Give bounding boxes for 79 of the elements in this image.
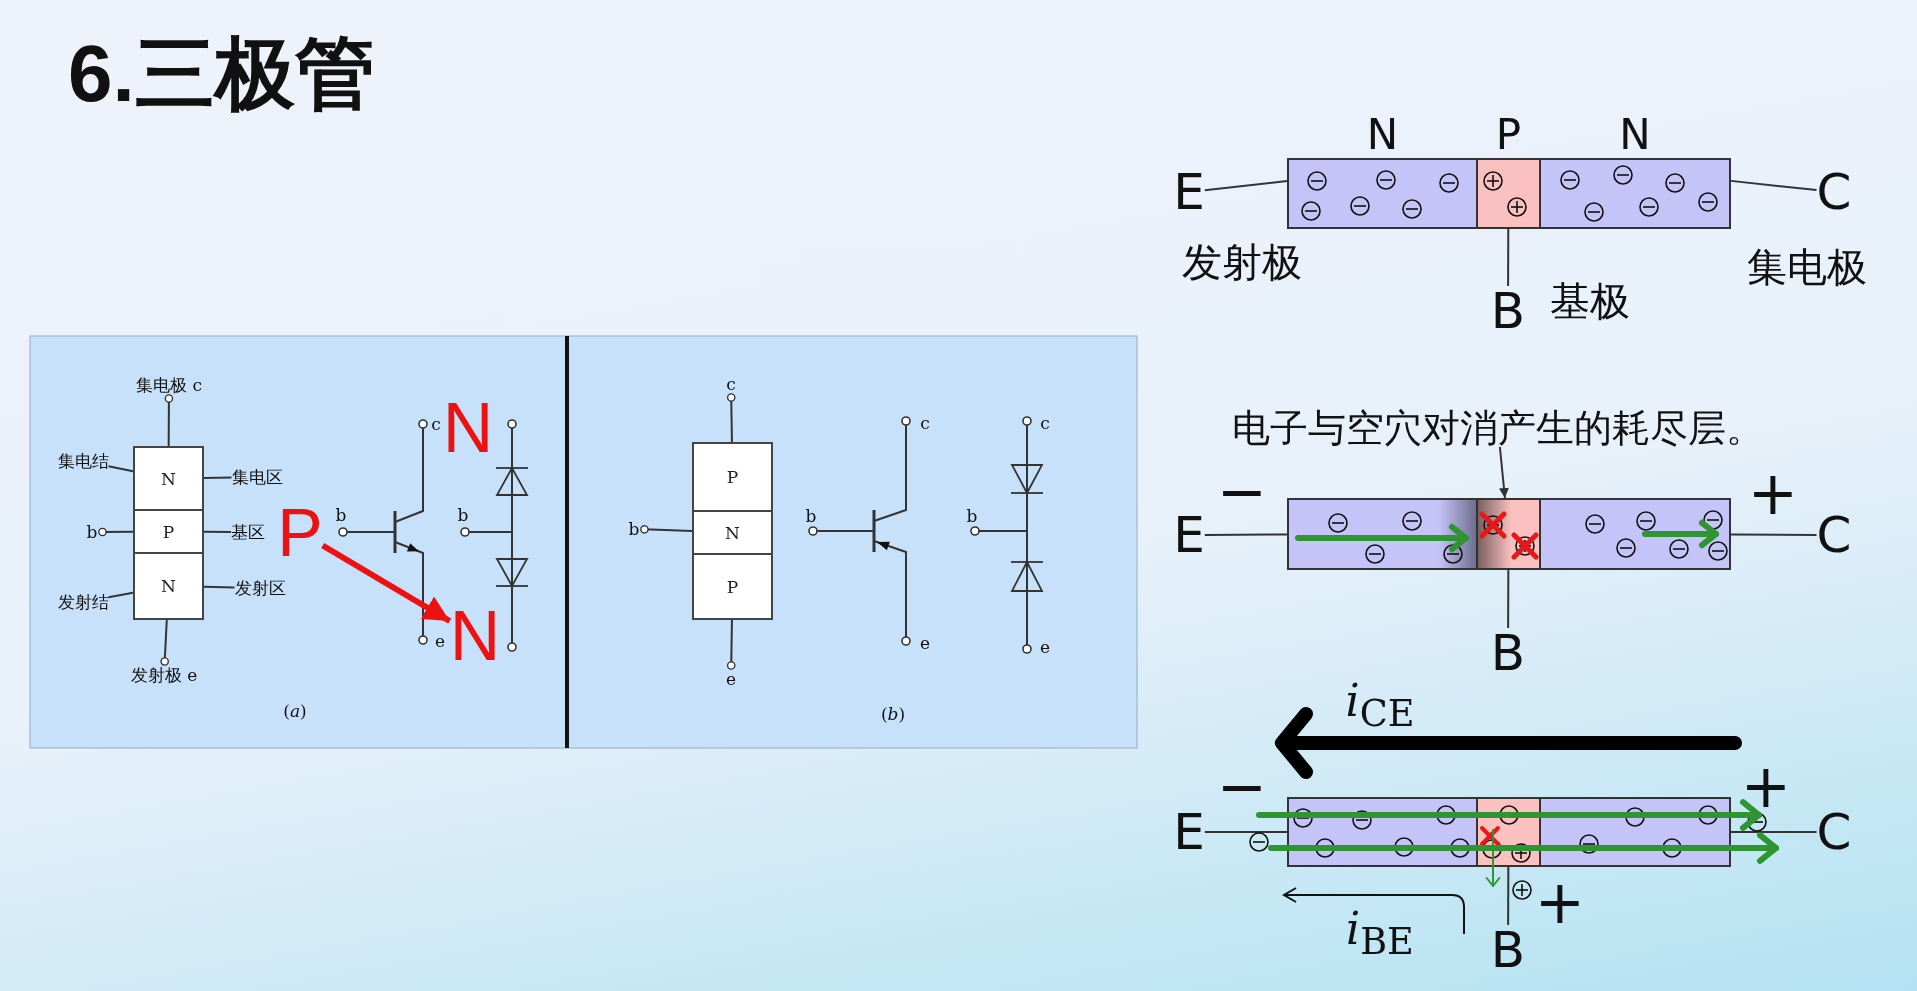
- terminal-label: C: [1816, 510, 1852, 560]
- polarity-sign: +: [1747, 463, 1799, 523]
- layer-box: P: [133, 509, 204, 554]
- terminal-lead: [164, 394, 174, 447]
- terminal-label: B: [1490, 286, 1526, 336]
- terminal-wire: [1730, 831, 1818, 833]
- terminal-label: C: [1816, 807, 1852, 857]
- terminal-label: b: [805, 507, 817, 525]
- region-label: 基区: [231, 523, 265, 541]
- terminal-wire: [1203, 831, 1288, 833]
- region-label: N: [1365, 112, 1400, 158]
- terminal-label: B: [1490, 925, 1526, 975]
- polarity-sign: +: [1740, 756, 1792, 816]
- electrode-label: 集电极: [1747, 247, 1867, 287]
- terminal-wire: [1730, 533, 1818, 536]
- terminal-lead: [726, 619, 736, 670]
- terminal-label: c: [1040, 414, 1050, 432]
- annotation-letter: N: [442, 393, 494, 463]
- electrode-label: 发射极: [1182, 242, 1302, 282]
- polarity-sign: −: [1216, 461, 1268, 521]
- slide-title: 6.三极管: [68, 30, 375, 118]
- electrode-label: 基极: [1550, 281, 1630, 321]
- region-label: P: [1494, 112, 1523, 158]
- terminal-label: b: [623, 515, 645, 543]
- junction-label: 集电结: [57, 452, 109, 470]
- terminal-label: E: [1173, 167, 1205, 217]
- leader-line: [203, 476, 233, 479]
- current-label: i$_{BE}$: [1346, 907, 1414, 961]
- figure-caption: (b): [880, 705, 906, 723]
- terminal-label: c: [920, 414, 930, 432]
- layer-box: N: [133, 446, 204, 511]
- polarity-sign: −: [1216, 756, 1268, 816]
- leader-line: [107, 465, 134, 473]
- terminal-label: b: [966, 507, 978, 525]
- leader-line: [107, 591, 134, 599]
- terminal-label: b: [457, 506, 469, 524]
- terminal-label: c: [431, 415, 441, 433]
- terminal-lead: [160, 619, 169, 666]
- terminal-label: e: [919, 634, 931, 652]
- terminal-wire: [1507, 569, 1510, 629]
- leader-line: [203, 585, 236, 589]
- annotation-letter: P: [277, 498, 323, 566]
- terminal-label: e: [1039, 638, 1051, 656]
- terminal-label: C: [1816, 167, 1852, 217]
- terminal-wire: [1507, 866, 1510, 926]
- semiconductor-region: [1539, 498, 1731, 570]
- terminal-label: e: [720, 665, 742, 693]
- terminal-label: 发射极 e: [125, 661, 203, 689]
- terminal-lead: [98, 527, 134, 537]
- terminal-label: e: [434, 632, 446, 650]
- annotation-letter: N: [449, 601, 501, 671]
- terminal-wire: [1203, 533, 1288, 536]
- region-label: N: [1618, 112, 1652, 158]
- terminal-wire: [1507, 228, 1510, 287]
- terminal-label: b: [81, 518, 103, 546]
- layer-box: P: [692, 553, 773, 620]
- terminal-label: 集电极 c: [131, 371, 207, 399]
- terminal-wire: [1203, 180, 1288, 192]
- pointer-arrow: [1498, 446, 1509, 499]
- terminal-label: c: [721, 370, 741, 398]
- region-label: 集电区: [231, 468, 283, 486]
- terminal-label: b: [335, 506, 347, 524]
- figure-caption: (a): [283, 702, 307, 720]
- region-label: 发射区: [234, 579, 286, 597]
- annotation-arrow: [321, 542, 452, 624]
- current-label: i$_{CE}$: [1345, 679, 1415, 733]
- terminal-label: B: [1490, 628, 1526, 678]
- junction-label: 发射结: [57, 593, 109, 611]
- polarity-sign: +: [1534, 872, 1586, 932]
- leader-line: [203, 530, 232, 533]
- terminal-wire: [1730, 179, 1818, 192]
- terminal-lead: [640, 525, 693, 534]
- layer-box: P: [692, 442, 773, 512]
- terminal-lead: [726, 393, 736, 443]
- annotation-text: 电子与空穴对消产生的耗尽层。: [1232, 409, 1764, 447]
- terminal-label: E: [1173, 510, 1205, 560]
- terminal-label: E: [1173, 807, 1205, 857]
- layer-box: N: [133, 552, 204, 620]
- layer-box: N: [692, 510, 773, 555]
